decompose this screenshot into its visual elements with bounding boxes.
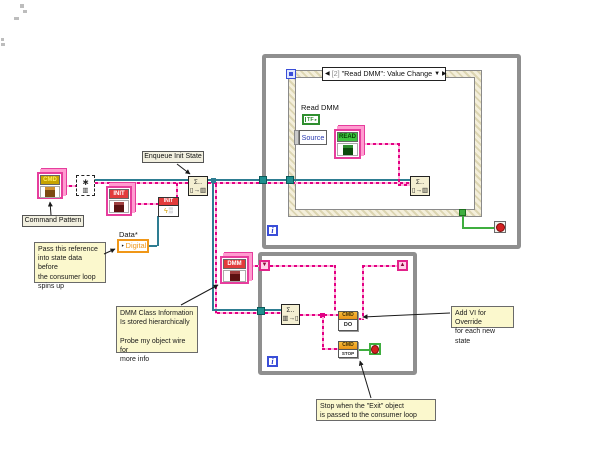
cube-glyph	[229, 271, 240, 281]
cmd-class-constant[interactable]: CMD	[37, 172, 63, 199]
class-wire	[300, 314, 338, 316]
reference-wire	[148, 245, 157, 247]
enqueue-init-state-label: Enqueue Init State	[142, 151, 204, 163]
class-wire	[398, 143, 400, 186]
shift-register-right[interactable]: ▲	[397, 260, 408, 271]
texture-glyph: ▒	[168, 208, 173, 214]
prev-case-arrow[interactable]: ◀	[325, 71, 330, 77]
class-wire	[217, 312, 281, 314]
queue-wire	[214, 309, 281, 311]
digital-control-reference[interactable]: ‣ Digital	[117, 239, 149, 253]
class-wire	[215, 184, 217, 314]
dequeue-element-node[interactable]: Σ‥ ▥→▯	[281, 304, 300, 325]
class-wire	[176, 183, 178, 199]
init-class-constant[interactable]: INIT	[106, 186, 132, 216]
class-wire	[249, 265, 260, 267]
queue-wire	[95, 179, 188, 181]
note-add-vi: Add VI for Override for each new state	[451, 306, 514, 345]
class-wire	[322, 314, 324, 350]
screen-artifact	[1, 43, 5, 46]
iteration-terminal[interactable]: i	[267, 225, 278, 236]
loop-tunnel	[257, 307, 265, 315]
enqueue-element-node[interactable]: Σ‥ ▯→▥	[188, 176, 208, 196]
next-case-arrow[interactable]: ▶	[442, 71, 447, 77]
screen-artifact	[14, 17, 19, 20]
cube-glyph	[45, 187, 55, 197]
class-wire	[208, 182, 410, 184]
class-wire	[322, 348, 338, 350]
enqueue-element-node-event[interactable]: Σ‥ ▯→▥	[410, 176, 430, 196]
note-dmm-class: DMM Class Information Is stored hierarch…	[116, 306, 198, 363]
boolean-wire	[358, 349, 369, 351]
note-pass-reference: Pass this reference into state data befo…	[34, 242, 106, 290]
event-data-node[interactable]	[294, 130, 299, 145]
class-wire	[95, 182, 188, 184]
queue-wire	[212, 181, 214, 311]
class-wire	[362, 265, 364, 320]
event-source-field[interactable]: Source	[299, 130, 327, 145]
class-wire	[361, 143, 400, 145]
class-wire	[63, 185, 76, 187]
command-pattern-label: Command Pattern	[22, 215, 84, 227]
class-wire	[270, 265, 336, 267]
reference-wire	[157, 216, 159, 246]
queue-wire	[208, 179, 410, 181]
dmm-class-constant[interactable]: DMM	[220, 256, 249, 284]
stop-condition-icon	[371, 344, 379, 354]
reference-glyph: ‣	[121, 243, 125, 250]
read-class-constant[interactable]: READ	[334, 129, 361, 159]
class-wire	[398, 184, 410, 186]
class-wire	[358, 318, 364, 320]
init-vi-node[interactable]: INIT ϟ ▒	[158, 197, 179, 217]
class-wire	[362, 265, 397, 267]
cube-glyph	[342, 144, 353, 155]
loop-tunnel	[259, 176, 267, 184]
loop-condition-terminal[interactable]	[369, 343, 381, 355]
class-wire	[334, 265, 336, 311]
loop-condition-terminal[interactable]	[494, 221, 506, 233]
event-tunnel	[286, 176, 294, 184]
event-structure-icon[interactable]	[286, 69, 296, 79]
event-tunnel-boolean	[459, 209, 466, 216]
shift-register-left[interactable]: ▼	[259, 260, 270, 271]
boolean-wire	[462, 215, 464, 228]
note-stop-exit: Stop when the "Exit" object is passed to…	[316, 399, 436, 421]
stop-condition-icon	[495, 222, 505, 232]
class-wire	[132, 203, 158, 205]
read-dmm-label: Read DMM	[301, 103, 339, 112]
screen-artifact	[20, 4, 24, 8]
screen-artifact	[23, 10, 27, 13]
producer-while-loop	[262, 54, 521, 249]
boolean-wire	[462, 227, 495, 229]
screen-artifact	[1, 38, 4, 41]
case-dropdown-arrow[interactable]: ▼	[434, 71, 441, 77]
cube-glyph	[114, 201, 124, 212]
data-label: Data*	[119, 230, 138, 239]
cmd-stop-vi[interactable]: CMD STOP	[338, 341, 358, 358]
read-dmm-boolean-terminal[interactable]: TF ▸	[302, 114, 320, 125]
iteration-terminal[interactable]: i	[267, 356, 278, 367]
wire-junction	[211, 178, 216, 183]
lightning-glyph: ϟ	[164, 207, 168, 215]
event-case-selector[interactable]: ◀ [2] "Read DMM": Value Change ▼ ▶	[322, 67, 447, 81]
cmd-do-vi[interactable]: CMD DO	[338, 311, 358, 331]
obtain-queue-node[interactable]: ∗ ▥	[76, 175, 95, 196]
